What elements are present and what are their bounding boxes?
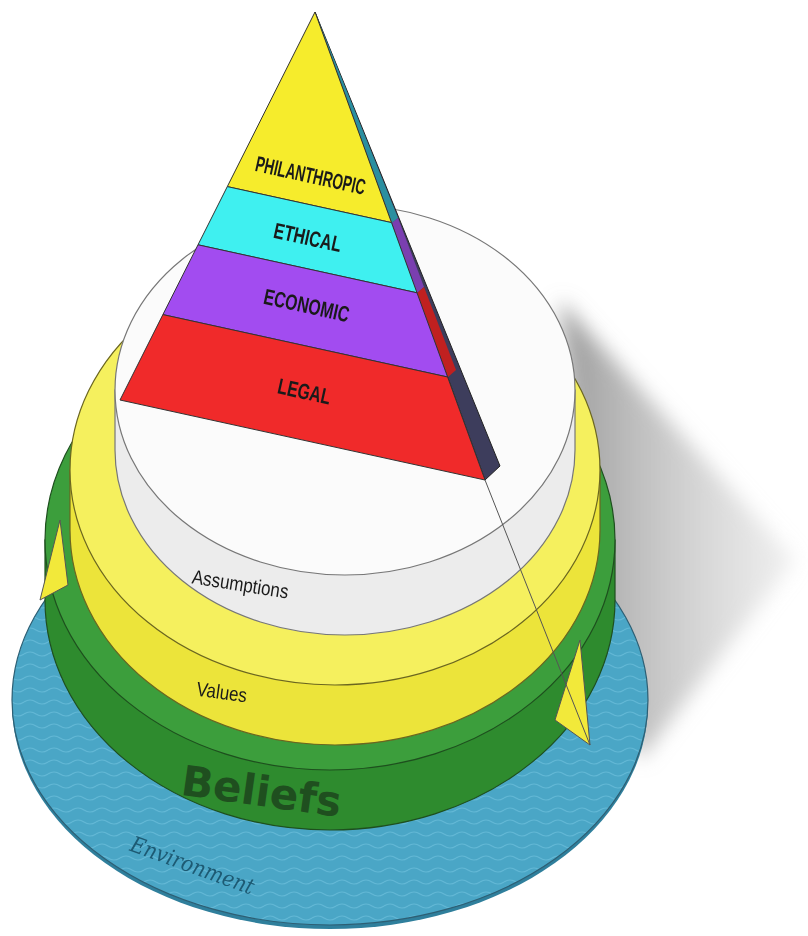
band-text: Environment	[127, 832, 258, 900]
pyramid-band-label: PHILANTHROPIC	[219, 144, 401, 208]
cylinder-layer-label: Beliefs	[179, 757, 345, 827]
cylinder-layer-label: Values	[191, 676, 253, 707]
band-text: PHILANTHROPIC	[253, 152, 368, 201]
pyramid-band-label: LEGAL	[265, 372, 343, 413]
pyramid-band-label: ECONOMIC	[244, 281, 368, 332]
pyramid-edge-triangle	[40, 520, 68, 600]
band-text: Values	[195, 677, 248, 707]
pyramid-edge-triangle	[555, 640, 590, 745]
cylinder-layer-label: Assumptions	[182, 564, 299, 605]
band-text: LEGAL	[275, 374, 333, 410]
band-text: ETHICAL	[272, 218, 344, 257]
band-text: ECONOMIC	[261, 284, 352, 327]
band-text: Beliefs	[179, 757, 345, 827]
environment-label: Environment	[120, 829, 264, 902]
band-text: Assumptions	[190, 565, 290, 603]
pyramid-band-label: ETHICAL	[259, 215, 358, 260]
legal-band	[120, 315, 485, 480]
pyramid-edge-line	[485, 480, 590, 745]
philanthropic-band	[227, 12, 391, 223]
